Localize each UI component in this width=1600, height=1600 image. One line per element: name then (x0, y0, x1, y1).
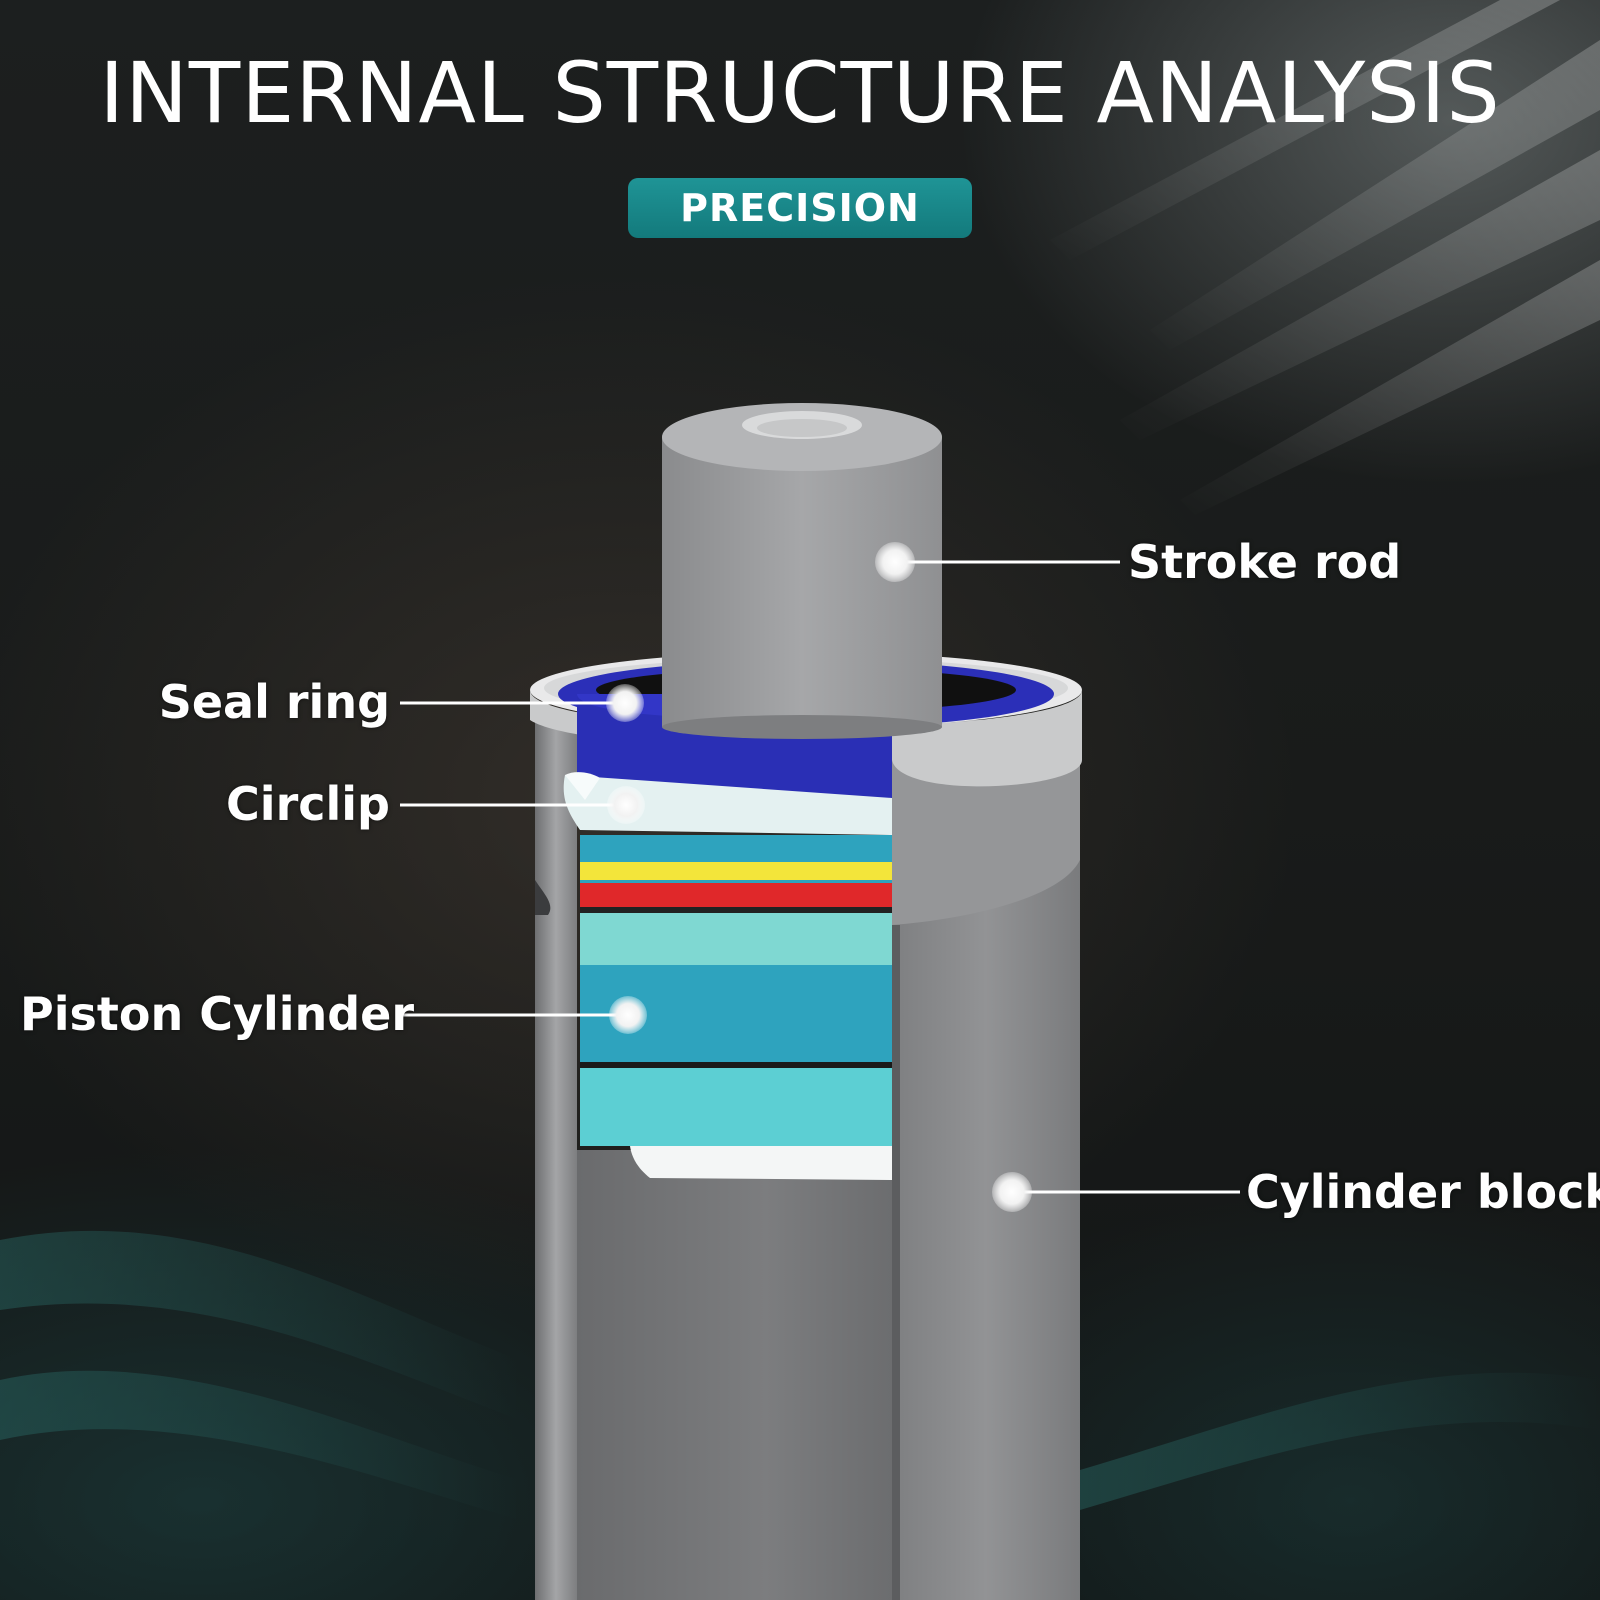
precision-badge: PRECISION (628, 178, 972, 238)
stroke-rod-part (662, 403, 942, 739)
callout-dots (606, 542, 1032, 1212)
cylinder-block-dot (992, 1172, 1032, 1212)
circlip-dot (607, 786, 645, 824)
piston-cylinder-dot (609, 996, 647, 1034)
piston-cylinder-label: Piston Cylinder (20, 987, 415, 1041)
circlip-part (563, 772, 892, 835)
seal-ring-dot (606, 684, 644, 722)
page-title: INTERNAL STRUCTURE ANALYSIS (99, 44, 1501, 142)
circlip-label: Circlip (226, 777, 390, 831)
callout-leaders (400, 560, 1240, 1194)
piston-cylinder-part (580, 835, 892, 1180)
stroke-rod-label: Stroke rod (1128, 535, 1402, 589)
cylinder-block-label: Cylinder block (1246, 1165, 1600, 1219)
seal-ring-label: Seal ring (158, 675, 390, 729)
stroke-rod-dot (875, 542, 915, 582)
